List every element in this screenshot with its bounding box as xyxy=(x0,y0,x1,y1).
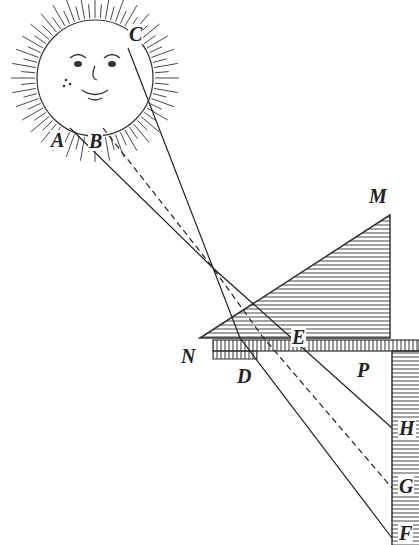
point-label: C xyxy=(128,24,143,44)
sun-ray xyxy=(41,14,56,32)
sun-ray xyxy=(34,112,45,120)
sun-ray xyxy=(28,47,41,53)
point-label: N xyxy=(180,346,196,366)
point-label: G xyxy=(398,476,414,496)
sun-ray xyxy=(154,63,178,67)
sun-ray xyxy=(153,59,167,63)
sun-ray xyxy=(120,11,126,24)
sun-ray xyxy=(153,94,167,98)
sun xyxy=(11,0,179,162)
sun-ray xyxy=(151,49,174,57)
sun-ray xyxy=(12,88,36,92)
sun-ray xyxy=(24,59,38,63)
sun-ray xyxy=(53,17,61,28)
prism xyxy=(200,215,390,338)
point-label: E xyxy=(291,327,306,347)
sun-ray xyxy=(76,7,80,21)
sun-ray xyxy=(129,127,137,138)
sun-ray xyxy=(24,94,38,98)
point-label: P xyxy=(356,360,370,380)
sun-ray xyxy=(149,47,162,53)
sun-ray xyxy=(31,24,49,39)
point-label: D xyxy=(236,366,252,386)
sun-ray xyxy=(34,36,45,44)
sun-ray xyxy=(11,78,35,79)
point-label: A xyxy=(50,130,65,150)
sun-ray xyxy=(12,63,36,67)
sun-ray xyxy=(120,132,126,145)
sun-ray xyxy=(21,72,35,73)
sun-ray xyxy=(31,117,49,132)
sun-ray xyxy=(16,99,39,107)
sun-ray xyxy=(144,36,155,44)
sun-ray xyxy=(21,83,35,84)
sun-ray xyxy=(134,124,149,142)
light-rays xyxy=(70,48,392,538)
screen xyxy=(392,351,419,545)
bench xyxy=(213,340,419,351)
point-label: H xyxy=(398,418,416,438)
point-label: M xyxy=(368,186,388,206)
sun-ray xyxy=(155,78,179,79)
sun-ray xyxy=(22,36,43,48)
sun-ray xyxy=(155,83,169,84)
sun-ray xyxy=(111,7,115,21)
sun-ray xyxy=(147,36,168,48)
sun-ray xyxy=(80,0,84,19)
sun-ray xyxy=(89,4,90,18)
sun-ray xyxy=(125,5,137,26)
sun-ray xyxy=(22,108,43,120)
sun-ray xyxy=(137,120,147,130)
sun-ray xyxy=(28,103,41,109)
sun-ray xyxy=(53,5,65,26)
sun-ray xyxy=(154,88,178,92)
point-label: F xyxy=(398,523,413,543)
sun-ray xyxy=(66,0,74,22)
point-label: B xyxy=(88,131,103,151)
sun-ray xyxy=(105,0,109,19)
sun-ray xyxy=(155,72,169,73)
sun-ray xyxy=(100,4,101,18)
sun-ray xyxy=(43,120,53,130)
sun-ray xyxy=(125,130,137,151)
sun-ray xyxy=(105,137,109,161)
sun-ray xyxy=(64,11,70,24)
sun-ray xyxy=(95,0,96,18)
sun-ray xyxy=(141,117,159,132)
sun-ray xyxy=(76,136,80,150)
sun-ray xyxy=(43,26,53,36)
sun-ray xyxy=(147,108,168,120)
sun-ray xyxy=(141,24,159,39)
